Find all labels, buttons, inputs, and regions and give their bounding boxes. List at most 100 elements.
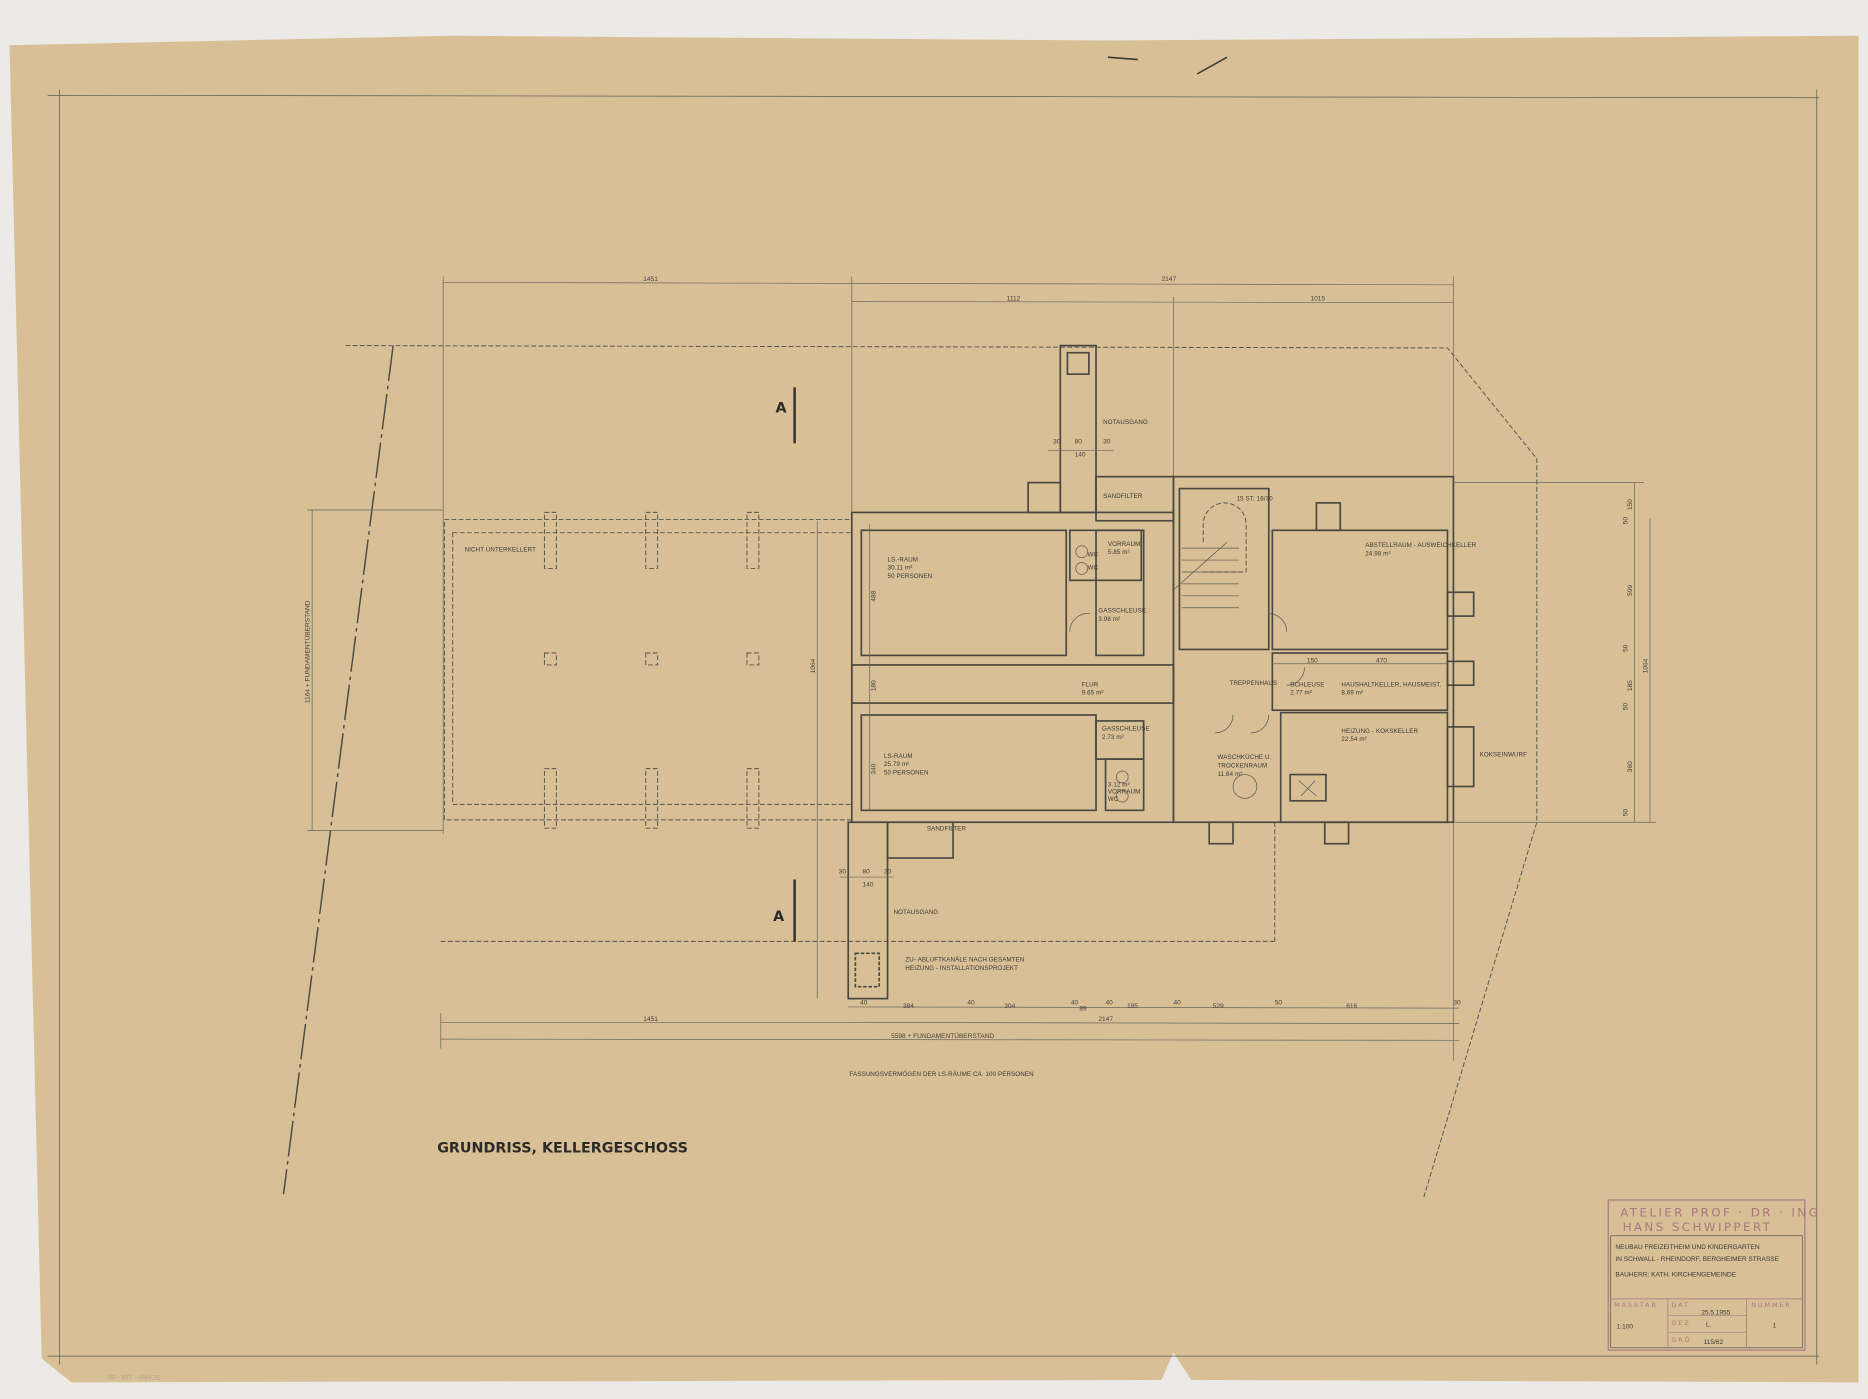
svg-text:30.11 m²: 30.11 m² [888,565,913,572]
project-location: IN SCHWALL - RHEINDORF, BERGHEIMER STRAS… [1615,1256,1779,1263]
svg-text:VORRAUM: VORRAUM [1108,541,1140,548]
svg-text:ABSTELLRAUM - AUSWEICHKELLER: ABSTELLRAUM - AUSWEICHKELLER [1365,542,1476,549]
room-ls-raum-1: LS.-RAUM 30.11 m² 50 PERSONEN [888,556,933,580]
room-wc: WC [1088,552,1099,559]
room-label: NICHT UNTERKELLERT [465,547,536,554]
svg-text:LS.-RAUM: LS.-RAUM [888,556,919,563]
room-waschkueche: WASCHKÜCHE U. TROCKENRAUM 11.84 m² [1218,754,1272,778]
svg-text:LS-RAUM: LS-RAUM [884,753,913,760]
site-boundary [345,345,1538,1198]
svg-text:599: 599 [1627,585,1634,596]
scale-value: 1:100 [1617,1324,1634,1331]
title-block: ATELIER PROF · DR · ING HANS SCHWIPPERT … [1607,1199,1818,1351]
svg-text:304: 304 [1004,1003,1015,1010]
number-value: 1 [1773,1323,1777,1330]
svg-text:VORRAUM: VORRAUM [1108,789,1140,796]
svg-text:TROCKENRAUM: TROCKENRAUM [1218,762,1268,769]
room-labels: LS.-RAUM 30.11 m² 50 PERSONEN LS-RAUM 25… [884,419,1527,972]
drawing-frame [47,89,1820,1365]
room-haushaltkeller: HAUSHALTKELLER, HAUSMEIST. 8.69 m² [1341,681,1441,696]
svg-text:1451: 1451 [643,1016,658,1023]
section-label: A [773,909,784,925]
dim-label: 1015 [1310,295,1325,302]
svg-text:180: 180 [871,680,878,691]
drawn-label: GEZ [1671,1319,1690,1327]
svg-text:2147: 2147 [1098,1016,1113,1023]
duct-note: ZU- ABLUFTKANÄLE NACH GESAMTEN [905,957,1024,964]
section-mark-top: A [776,387,796,444]
svg-text:50: 50 [1622,644,1629,652]
dim-label: 1064 [810,658,817,673]
svg-text:GASSCHLEUSE: GASSCHLEUSE [1098,608,1146,615]
svg-text:89: 89 [1079,1006,1087,1013]
svg-text:3.98 m²: 3.98 m² [1098,616,1120,623]
room-heizung: HEIZUNG - KOKSKELLER 22.54 m² [1341,728,1418,743]
archive-stamp: SCHW - 118 - 86 [107,1373,161,1381]
svg-text:50: 50 [1622,809,1629,817]
svg-text:140: 140 [1075,451,1086,458]
room-gasschleuse-2: GASSCHLEUSE 2.73 m² [1102,725,1150,740]
room-schleuse: SCHLEUSE 2.77 m² [1290,681,1324,696]
dim-label: 2147 [1162,276,1177,283]
project-name: NEUBAU FREIZEITHEIM UND KINDERGARTEN [1615,1244,1760,1251]
svg-text:384: 384 [903,1003,914,1010]
building-walls [847,344,1475,1000]
koks-label: KOKSEINWURF [1480,752,1527,759]
room-gasschleuse-1: GASSCHLEUSE 3.98 m² [1098,608,1146,623]
room-notausgang: NOTAUSGANG [1103,419,1148,426]
stairs-note: 15 ST. 16/30 [1237,495,1274,502]
office-name: HANS SCHWIPPERT [1623,1220,1773,1234]
drawn-value: L. [1706,1321,1712,1328]
svg-text:150: 150 [1627,499,1634,510]
client: BAUHERR: KATH. KIRCHENGEMEINDE [1615,1271,1736,1278]
date-value: 25.5.1955 [1701,1309,1730,1316]
date-label: DAT [1671,1301,1689,1309]
room-treppenhaus: TREPPENHAUS [1229,680,1277,687]
svg-text:185: 185 [1627,680,1634,691]
svg-text:195: 195 [1127,1003,1138,1010]
room-vorraum-2: 3.12 m² VORRAUM WC [1108,781,1140,802]
svg-text:WASCHKÜCHE U.: WASCHKÜCHE U. [1218,754,1272,761]
interior-dimensions: 488 340 180 150 470 30 80 30 140 30 80 3… [839,438,1448,889]
svg-text:340: 340 [871,763,878,774]
room-vorraum-1: VORRAUM 5.85 m² [1108,541,1140,556]
room-wc: WC [1088,565,1099,572]
drawing-title: GRUNDRISS, KELLERGESCHOSS [437,1140,688,1156]
section-label: A [776,400,787,416]
svg-text:FLUR: FLUR [1082,681,1099,688]
svg-text:1064: 1064 [1643,658,1650,673]
section-mark-bottom: A [773,879,796,942]
svg-text:529: 529 [1213,1003,1224,1010]
svg-text:150: 150 [1307,658,1318,665]
right-dimensions: 150 50 599 50 185 50 360 50 1064 [1453,482,1656,823]
svg-text:8.69 m²: 8.69 m² [1341,690,1363,697]
svg-text:488: 488 [871,591,878,602]
svg-text:50: 50 [1622,703,1629,711]
number-label: NUMMER [1751,1301,1791,1309]
svg-text:140: 140 [863,882,874,889]
svg-text:22.54 m²: 22.54 m² [1341,736,1366,743]
svg-text:50: 50 [1275,1000,1283,1007]
svg-text:25.79 m²: 25.79 m² [884,761,909,768]
svg-text:SCHLEUSE: SCHLEUSE [1290,681,1324,688]
svg-text:HEIZUNG - KOKSKELLER: HEIZUNG - KOKSKELLER [1341,728,1418,735]
room-sandfilter: SANDFILTER [927,826,967,833]
svg-text:80: 80 [1075,438,1083,445]
room-notausgang: NOTAUSGANG [893,909,938,916]
svg-text:40: 40 [967,1000,975,1007]
duct-note: HEIZUNG - INSTALLATIONSPROJEKT [905,965,1018,972]
svg-text:40: 40 [1173,1000,1181,1007]
svg-text:616: 616 [1346,1003,1357,1010]
svg-text:24.98 m²: 24.98 m² [1365,550,1390,557]
paper-sheet [9,35,1859,1383]
svg-text:2.77 m²: 2.77 m² [1290,690,1312,697]
svg-text:HAUSHALTKELLER, HAUSMEIST.: HAUSHALTKELLER, HAUSMEIST. [1341,681,1441,688]
svg-text:GASSCHLEUSE: GASSCHLEUSE [1102,725,1150,732]
dim-label: 1451 [643,276,658,283]
room-sandfilter: SANDFILTER [1103,493,1143,500]
room-ls-raum-2: LS-RAUM 25.79 m² 50 PERSONEN [884,753,929,777]
svg-text:40: 40 [860,1000,868,1007]
room-abstellraum: ABSTELLRAUM - AUSWEICHKELLER 24.98 m² [1365,542,1476,557]
svg-text:3.12 m²: 3.12 m² [1108,781,1130,788]
